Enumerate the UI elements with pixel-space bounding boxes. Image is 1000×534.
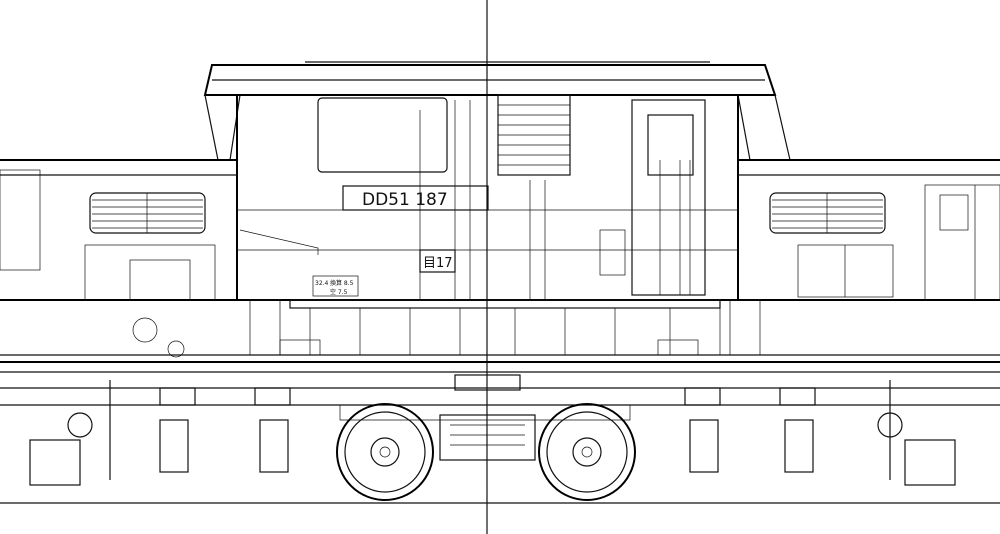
left-hood <box>0 159 238 358</box>
center-bogie <box>336 374 636 501</box>
cab-roof <box>203 61 791 161</box>
depot-plate <box>419 249 456 273</box>
cab-door <box>631 99 706 296</box>
number-plate <box>342 185 489 211</box>
underframe <box>0 299 1000 406</box>
cab-window <box>317 97 448 173</box>
bogie-spring <box>439 414 536 461</box>
spec-label <box>312 275 359 297</box>
depot-plate-text: 目17 <box>423 256 453 271</box>
spec-label-3: 空 7.5 <box>330 288 348 296</box>
left-louver <box>89 192 206 234</box>
spec-label-2: 換算 8.5 <box>330 279 354 287</box>
right-louver <box>769 192 886 234</box>
cab-body: DD51 187 目17 32.4 換算 8.5 空 7.5 <box>236 94 739 301</box>
right-hood <box>738 159 1000 301</box>
spec-label-1: 32.4 <box>315 280 329 287</box>
frame-supports <box>29 380 956 486</box>
number-plate-text: DD51 187 <box>362 190 448 210</box>
wheel-right <box>538 403 636 501</box>
wheel-left <box>336 403 434 501</box>
